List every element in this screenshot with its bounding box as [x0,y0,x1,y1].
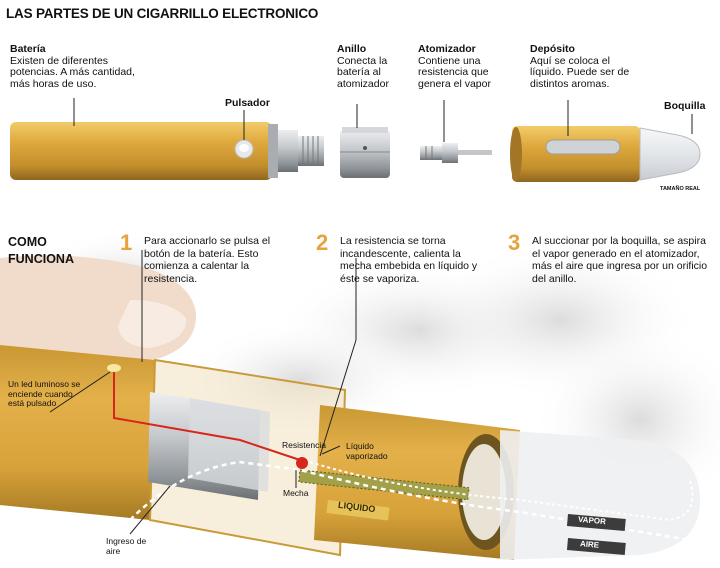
step-2-number: 2 [316,230,329,255]
callout-ingreso-aire: Ingreso de aire [106,536,147,556]
label-boquilla-name: Boquilla [664,100,706,112]
liquid-tag-bg [326,499,390,521]
how-heading-line2: FUNCIONA [8,252,74,266]
battery-body [10,122,278,180]
label-deposito-desc: Aquí se coloca el líquido. Puede ser de … [530,54,630,90]
tank-part [510,126,640,182]
air-flow-path [129,460,691,542]
callout-aire: AIRE [579,539,600,550]
how-it-works-heading: COMO FUNCIONA [8,234,74,268]
step-1-number: 1 [120,230,133,255]
vapor-flow-path [309,461,694,522]
battery-thread [278,130,324,172]
label-anillo-name: Anillo [337,43,367,55]
label-pulsador-name: Pulsador [225,97,270,109]
how-heading-line1: COMO [8,235,47,249]
mouthpiece-part [639,127,701,181]
push-button [234,139,254,159]
cutaway-mouthpiece [500,430,700,560]
ring-connector [340,127,390,178]
label-anillo-desc: Conecta la batería al atomizador [337,54,389,90]
label-boquilla: Boquilla [664,100,706,113]
callout-led: Un led luminoso se enciende cuando está … [8,379,81,408]
label-bateria-desc: Existen de diferentes potencias. A más c… [10,54,135,90]
air-tag-bg [566,538,626,556]
step-3-text: Al succionar por la boquilla, se aspira … [532,235,708,285]
leader-lines [49,98,693,535]
label-deposito-name: Depósito [530,43,575,55]
scale-note: TAMAÑO REAL [660,186,701,192]
label-atomizador-name: Atomizador [418,43,476,55]
page-title: LAS PARTES DE UN CIGARRILLO ELECTRONICO [6,6,319,21]
step-1-text: Para accionarlo se pulsa el botón de la … [144,235,271,285]
callout-resistencia: Resistencia [282,440,326,450]
step-2-text: La resistencia se torna incandescente, c… [340,235,478,285]
vapor-tag-bg [566,514,626,532]
step-3-number: 3 [508,230,521,255]
callout-liquido-vaporizado: Líquido vaporizado [346,441,388,461]
finger [0,255,197,365]
label-atomizador: Atomizador Contiene una resistencia que … [418,43,510,90]
label-anillo: Anillo Conecta la batería al atomizador [337,43,399,90]
callout-mecha: Mecha [283,488,309,498]
label-bateria-name: Batería [10,43,46,55]
label-pulsador: Pulsador [225,97,270,110]
label-atomizador-desc: Contiene una resistencia que genera el v… [418,54,491,90]
cutaway-core [148,392,270,500]
atomizer-part [420,143,492,163]
activation-path [113,372,301,461]
label-bateria: Batería Existen de diferentes potencias.… [10,43,145,90]
label-deposito: Depósito Aquí se coloca el líquido. Pued… [530,43,640,90]
